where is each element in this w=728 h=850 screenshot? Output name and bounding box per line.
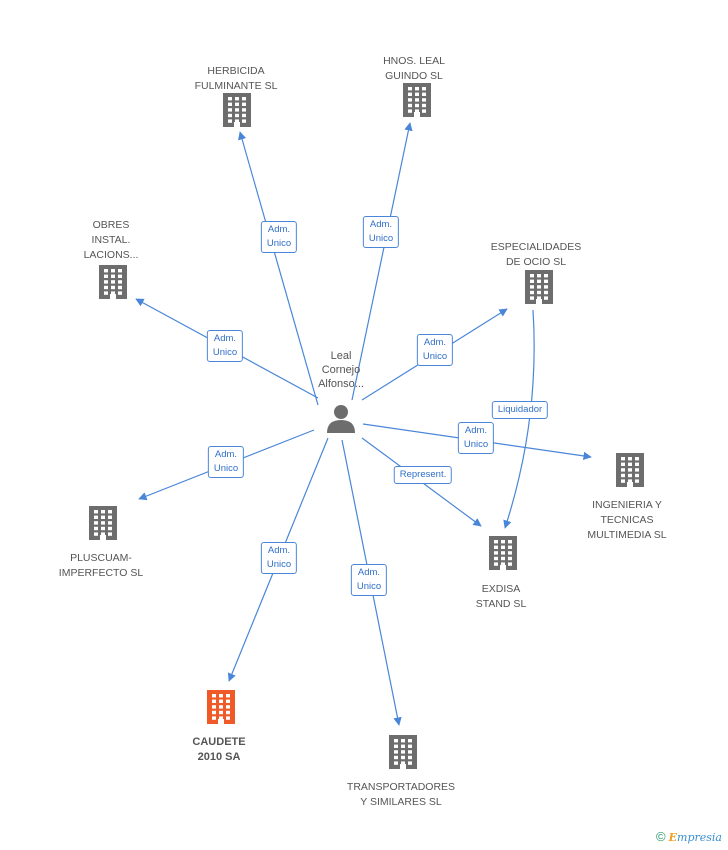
building-icon[interactable] xyxy=(223,93,251,127)
footer-brand: © Empresia xyxy=(656,829,722,844)
brand-logo: Empresia xyxy=(668,831,722,844)
relation-label-obres[interactable]: Adm. Unico xyxy=(206,330,244,362)
relation-label-ingenieria[interactable]: Adm. Unico xyxy=(457,422,495,454)
edge-herbicida xyxy=(238,131,319,406)
company-label-exdisa[interactable]: EXDISA STAND SL xyxy=(475,583,527,610)
company-label-obres[interactable]: OBRES INSTAL. LACIONS... xyxy=(83,219,139,261)
building-icon[interactable] xyxy=(207,690,235,724)
relation-label-caudete[interactable]: Adm. Unico xyxy=(260,542,298,574)
building-icon[interactable] xyxy=(489,536,517,570)
company-label-hnos[interactable]: HNOS. LEAL GUINDO SL xyxy=(383,55,445,82)
person-icon[interactable] xyxy=(327,405,355,433)
building-icon[interactable] xyxy=(99,265,127,299)
company-label-transportadores[interactable]: TRANSPORTADORES Y SIMILARES SL xyxy=(346,781,456,808)
edge-hnos xyxy=(351,122,413,401)
relation-label-especialidades-exdisa[interactable]: Liquidador xyxy=(491,401,549,419)
relation-label-especialidades[interactable]: Adm. Unico xyxy=(416,334,454,366)
relation-label-exdisa[interactable]: Represent. xyxy=(393,466,453,484)
building-icon[interactable] xyxy=(525,270,553,304)
company-label-herbicida[interactable]: HERBICIDA FULMINANTE SL xyxy=(194,65,278,92)
company-label-especialidades[interactable]: ESPECIALIDADES DE OCIO SL xyxy=(490,241,582,268)
relation-label-pluscuam[interactable]: Adm. Unico xyxy=(207,446,245,478)
company-label-caudete[interactable]: CAUDETE 2010 SA xyxy=(192,736,246,763)
building-icon[interactable] xyxy=(616,453,644,487)
edge-especialidades-exdisa xyxy=(503,309,535,529)
building-icon[interactable] xyxy=(389,735,417,769)
building-icon[interactable] xyxy=(89,506,117,540)
company-label-pluscuam[interactable]: PLUSCUAM- IMPERFECTO SL xyxy=(58,552,144,579)
building-icon[interactable] xyxy=(403,83,431,117)
center-person-label[interactable]: Leal Cornejo Alfonso... xyxy=(318,350,364,390)
relation-label-hnos[interactable]: Adm. Unico xyxy=(362,216,400,248)
relation-label-transportadores[interactable]: Adm. Unico xyxy=(350,564,388,596)
copyright-icon: © xyxy=(655,829,666,844)
relation-label-herbicida[interactable]: Adm. Unico xyxy=(260,221,298,253)
company-label-ingenieria[interactable]: INGENIERIA Y TECNICAS MULTIMEDIA SL xyxy=(587,499,667,541)
